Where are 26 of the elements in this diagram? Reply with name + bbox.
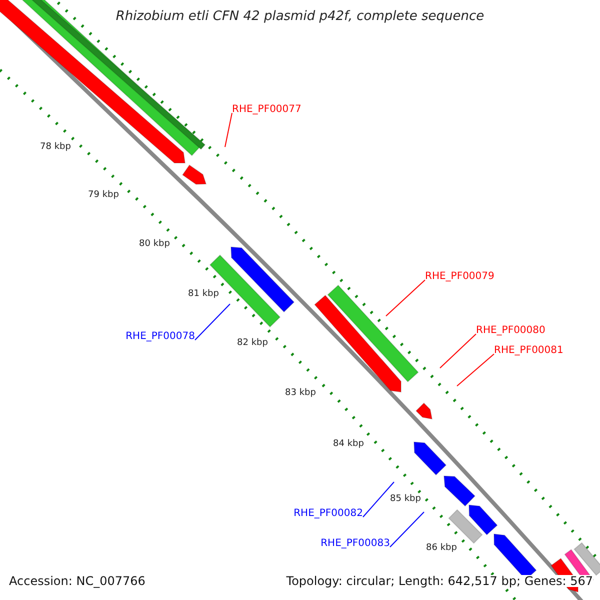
scale-label: 82 kbp [237, 339, 268, 348]
title: Rhizobium etli CFN 42 plasmid p42f, complete sequence [114, 10, 486, 23]
scale-label: 84 kbp [333, 440, 364, 449]
scale-label: 80 kbp [139, 240, 170, 249]
leader-line [224, 112, 232, 148]
gene-label: RHE_PF00081 [494, 346, 564, 356]
gene-label: RHE_PF00077 [232, 105, 302, 115]
leader-line [362, 482, 394, 518]
scale-label: 83 kbp [285, 389, 316, 398]
gene-label: RHE_PF00082 [294, 509, 363, 519]
leader-line [194, 304, 230, 340]
scale-label: 78 kbp [40, 143, 71, 152]
scale-label: 86 kbp [426, 544, 457, 553]
leader-line [456, 354, 494, 386]
leader-line [390, 512, 424, 548]
gene-label: RHE_PF00078 [126, 332, 195, 342]
topology-text: Topology: circular; Length: 642,517 bp; Genes: 567 [286, 575, 593, 587]
scale-label: 81 kbp [188, 290, 219, 299]
gene-label: RHE_PF00080 [476, 326, 546, 336]
gene-label: RHE_PF00083 [320, 539, 390, 549]
leader-line [440, 334, 476, 368]
scale-label: 79 kbp [88, 191, 119, 200]
gene-label: RHE_PF00079 [425, 272, 494, 282]
leader-line [386, 280, 426, 316]
accession-text: Accession: NC_007766 [9, 575, 146, 587]
scale-label: 85 kbp [390, 495, 421, 504]
